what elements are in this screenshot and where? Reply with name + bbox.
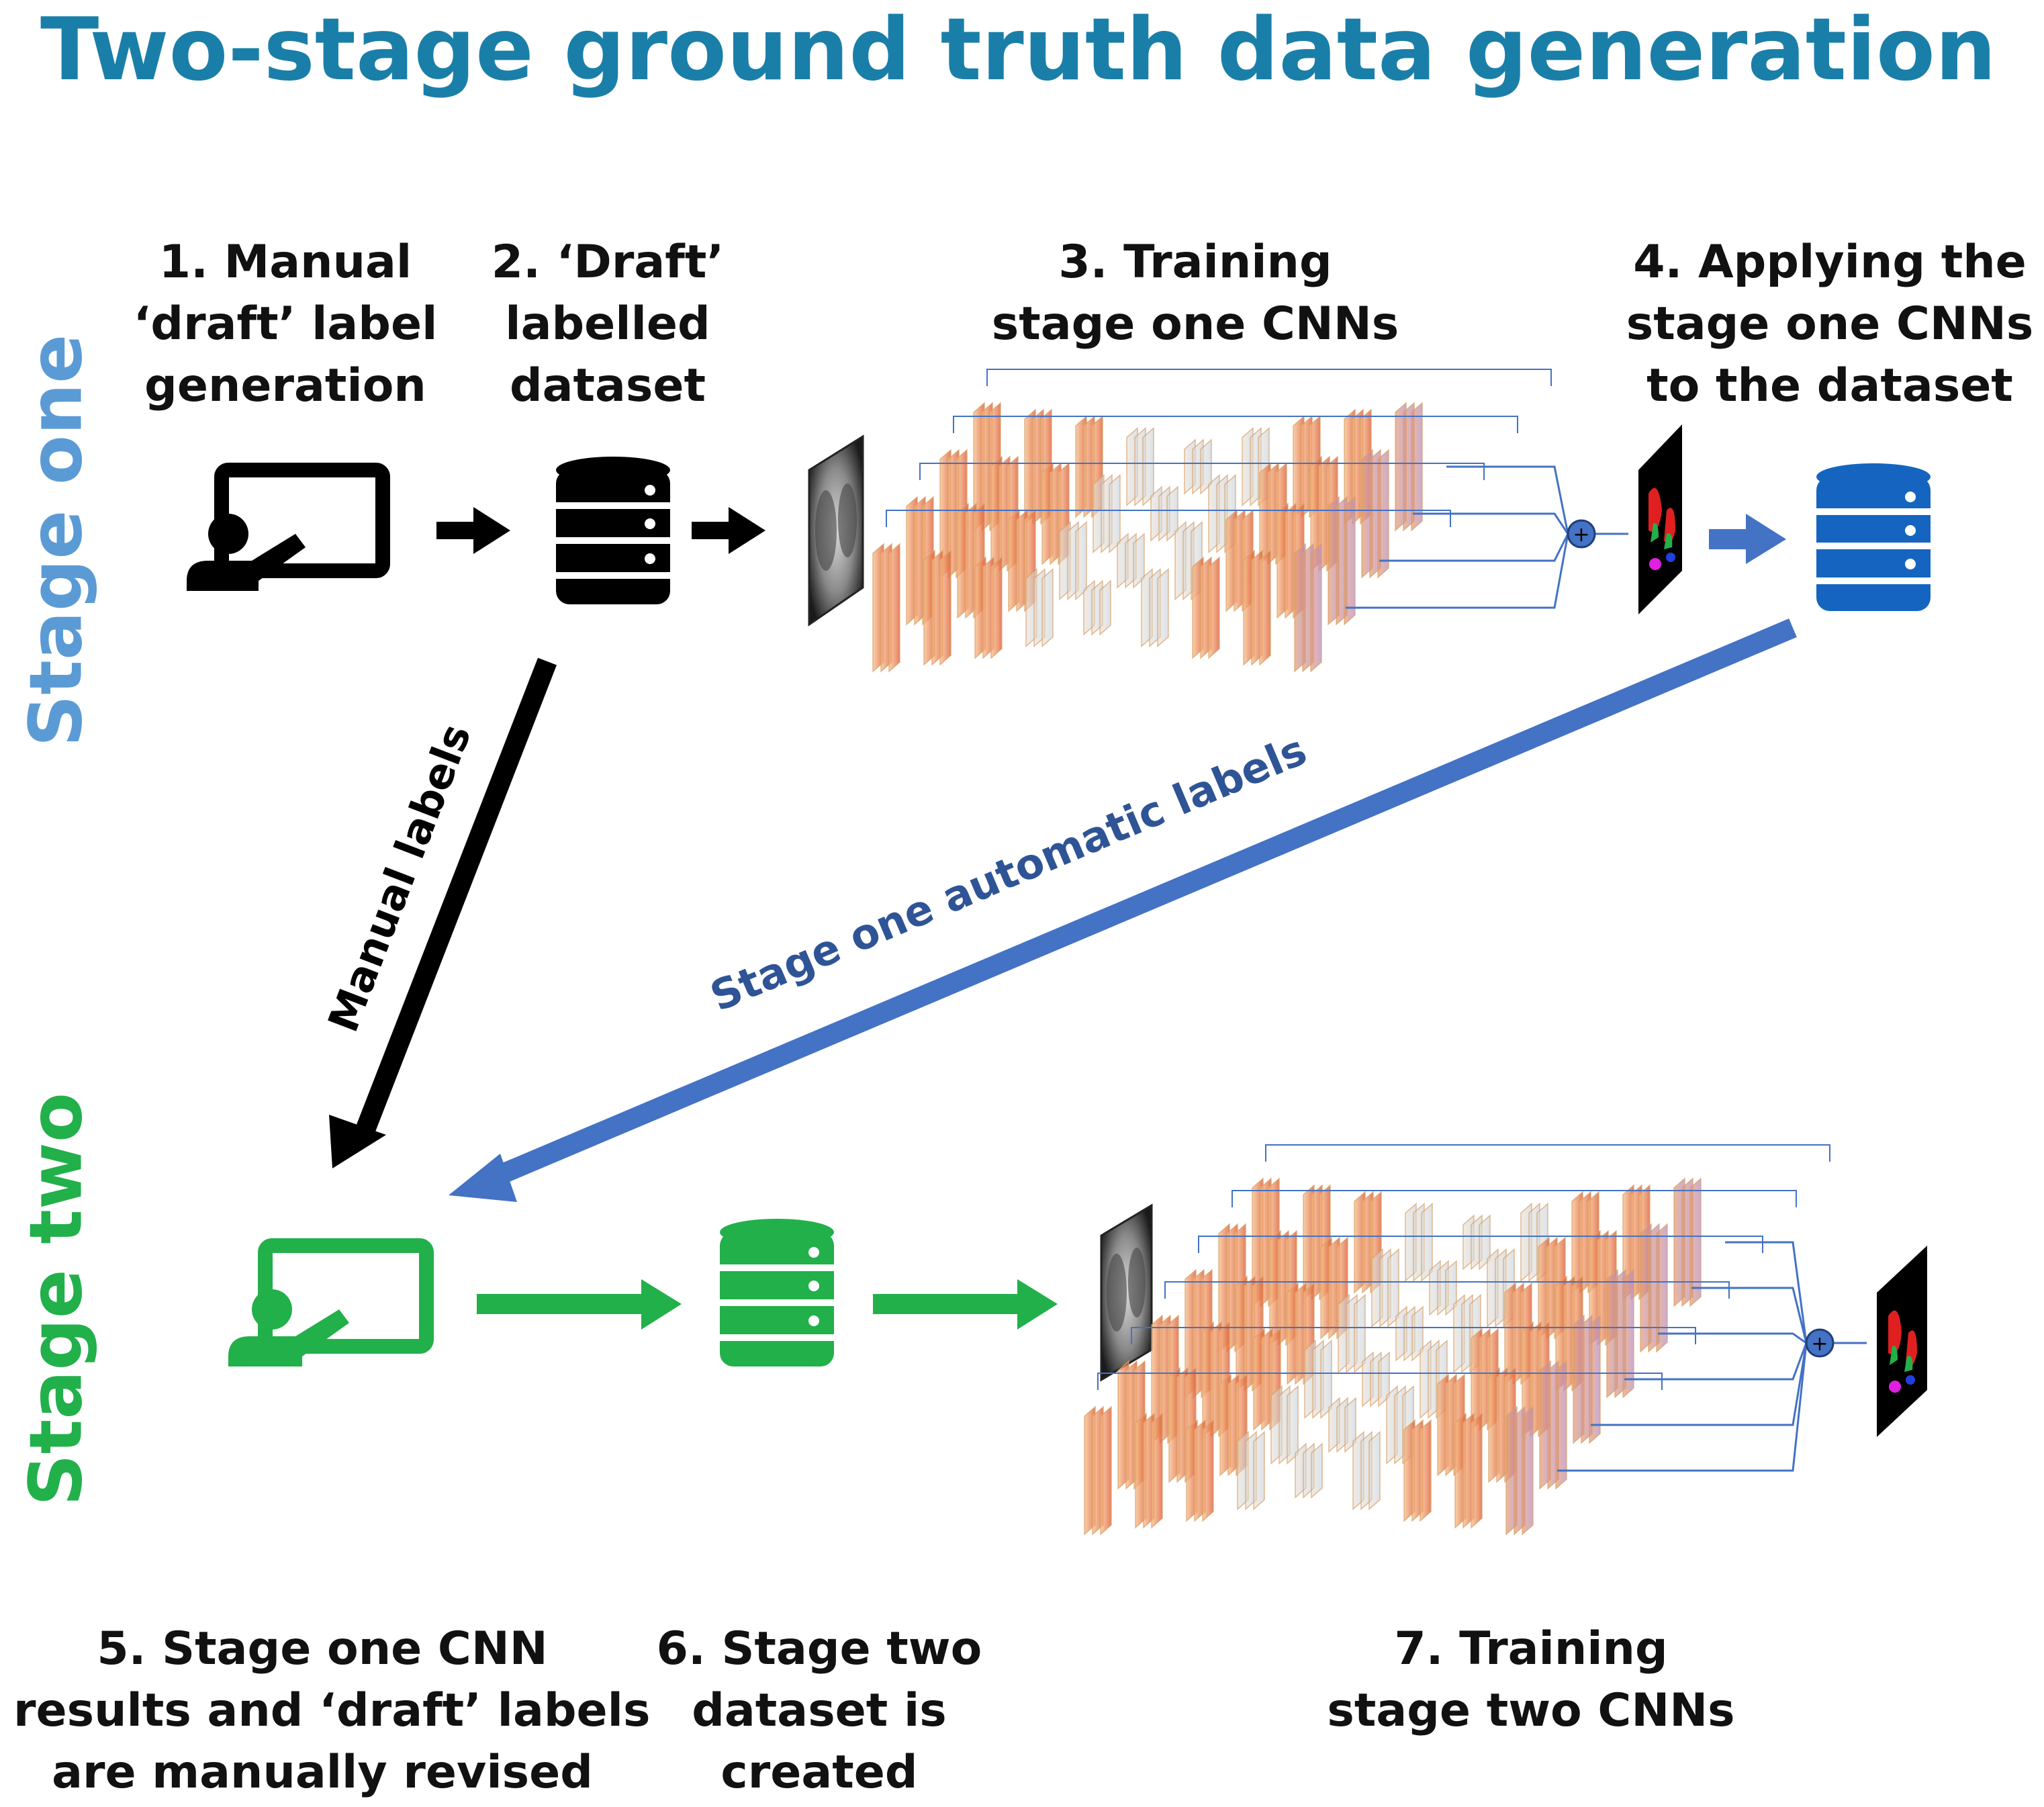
cnn-feature-map [888, 543, 900, 673]
svg-text:+: + [1811, 1332, 1828, 1356]
output-connection [1591, 1342, 1808, 1426]
cnn-feature-map [1142, 426, 1154, 507]
automatic-labels-arrow [449, 618, 1797, 1202]
cnn-feature-map [1471, 1412, 1483, 1529]
sum-node-icon: + [1805, 1328, 1834, 1358]
arrow-5-6 [477, 1279, 682, 1330]
cnn-feature-map [1100, 1405, 1112, 1536]
output-connection [1446, 465, 1569, 535]
presenter-icon [187, 463, 390, 591]
segmentation-icon [1638, 424, 1682, 614]
cnn-feature-map [1151, 1412, 1163, 1529]
cnn-feature-map [1344, 496, 1356, 626]
output-connection [1691, 1287, 1808, 1344]
cnn-feature-map [1253, 1430, 1265, 1511]
output-connection [1725, 1241, 1808, 1344]
skip-connection [953, 416, 1518, 433]
step-6-caption: 6. Stage two dataset is created [656, 1622, 982, 1799]
cnn-feature-map [1689, 1177, 1702, 1307]
cnn-feature-map [1099, 580, 1111, 636]
cnn-feature-map [1656, 1223, 1668, 1353]
cnn-feature-map [1377, 449, 1389, 579]
segmentation-icon [1877, 1246, 1927, 1437]
cnn-feature-map [1368, 1430, 1381, 1511]
step-3-caption: 3. Training stage one CNNs [991, 236, 1399, 351]
database-icon [556, 457, 670, 604]
step-4-caption: 4. Applying the stage one CNNs to the da… [1626, 236, 2034, 412]
cnn-feature-map [1310, 543, 1322, 673]
cnn-feature-map [1622, 1268, 1634, 1399]
cnn-feature-map [1208, 556, 1220, 659]
skip-connection [1265, 1144, 1830, 1162]
step-5-caption: 5. Stage one CNN results and ‘draft’ lab… [13, 1622, 651, 1799]
manual-labels-arrow [329, 657, 557, 1168]
cnn-feature-map [1522, 1405, 1534, 1536]
output-connection [1346, 533, 1569, 609]
skip-connection [919, 463, 1485, 480]
step-7-caption: 7. Training stage two CNNs [1327, 1622, 1735, 1737]
skip-connection [986, 369, 1552, 386]
cnn-network-icon [872, 369, 1628, 673]
cnn-feature-map [1555, 1360, 1567, 1490]
ct-scan-icon [1100, 1203, 1153, 1382]
cnn-feature-map [990, 556, 1003, 659]
cnn-network-icon [1084, 1144, 1867, 1536]
skip-connection [1097, 1373, 1663, 1390]
cnn-feature-map [1589, 1314, 1601, 1444]
step-1-caption: 1. Manual ‘draft’ label generation [133, 236, 438, 412]
output-connection [1624, 1342, 1808, 1381]
arrow-6-7 [873, 1279, 1058, 1330]
cnn-feature-map [1420, 1419, 1432, 1522]
skip-connection [1232, 1190, 1797, 1207]
cnn-feature-map [1259, 549, 1271, 666]
output-connection [1379, 533, 1569, 562]
cnn-feature-map [1041, 567, 1054, 648]
skip-connection [1164, 1281, 1730, 1299]
sum-node-icon: + [1567, 519, 1596, 549]
skip-connection [886, 510, 1451, 527]
cnn-feature-map [1075, 520, 1087, 601]
cnn-feature-map [1411, 402, 1423, 532]
presenter-icon [228, 1238, 434, 1366]
arrow-4-db [1709, 514, 1786, 564]
cnn-feature-map [1109, 473, 1121, 554]
database-icon [720, 1219, 834, 1366]
arrow-2-3 [692, 507, 765, 554]
ct-scan-icon [808, 434, 864, 627]
skip-connection [1198, 1236, 1763, 1253]
page-title: Two-stage ground truth data generation [40, 0, 1996, 100]
database-icon [1816, 463, 1931, 611]
output-connection [1557, 1342, 1808, 1472]
svg-text:+: + [1573, 523, 1589, 547]
arrow-1-2 [436, 507, 510, 554]
output-connection [1413, 512, 1569, 535]
cnn-feature-map [1157, 567, 1169, 648]
skip-connection [1131, 1327, 1696, 1344]
cnn-feature-map [1311, 1442, 1323, 1499]
step-2-caption: 2. ‘Draft’ labelled dataset [491, 236, 725, 412]
cnn-feature-map [939, 549, 951, 666]
output-connection [1658, 1332, 1807, 1344]
cnn-feature-map [1202, 1419, 1214, 1522]
